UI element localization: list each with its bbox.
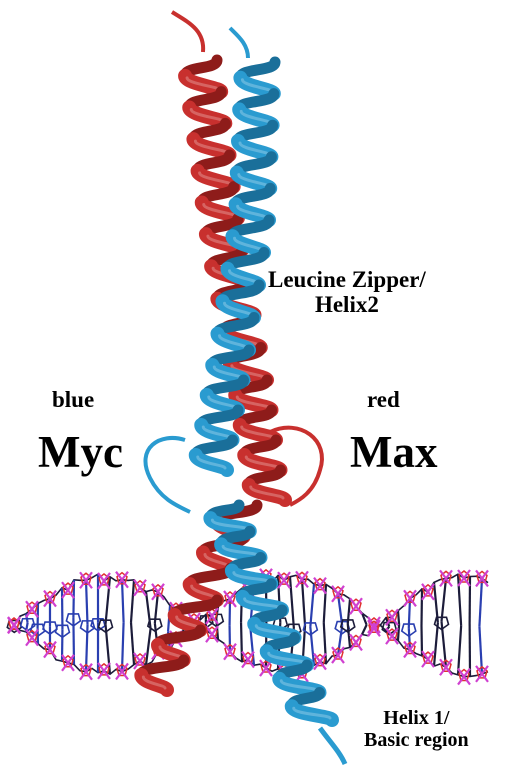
blue-color-label: blue (52, 388, 94, 413)
leucine-zipper-label-line2: Helix2 (268, 293, 426, 318)
dna-base-pair (458, 626, 461, 675)
dna-base-pair (73, 580, 74, 618)
leucine-zipper-label-line1: Leucine Zipper/ (268, 268, 426, 293)
dna-base-pair (131, 580, 134, 623)
dna-base-pair (86, 580, 88, 625)
helix1-label-line2: Basic region (364, 730, 469, 752)
dna-base-pair (302, 579, 305, 625)
dna-base-pair (398, 624, 399, 640)
max-label: Max (350, 428, 437, 477)
dna-base-pair (146, 628, 151, 665)
myc-n-terminal-loop (230, 28, 248, 58)
dna-base-pair (434, 623, 438, 666)
dna-base-pair (241, 622, 242, 662)
dna-base-pair (479, 578, 482, 626)
dna-base-pair (131, 622, 134, 664)
dna-base-pair (310, 584, 314, 627)
myc-label: Myc (38, 428, 123, 477)
red-color-label: red (367, 388, 400, 413)
dna-base-pair (362, 625, 367, 635)
max-red-helix (141, 12, 322, 690)
leucine-zipper-label: Leucine Zipper/ Helix2 (268, 268, 426, 318)
dna-base-pair (122, 580, 124, 622)
dna-base-pair (421, 589, 422, 626)
dna-base-pair (290, 577, 294, 628)
dna-base-pair (398, 611, 399, 625)
myc-loop (145, 438, 190, 512)
helix1-label-line1: Helix 1/ (364, 708, 469, 730)
helix1-basic-region-label: Helix 1/ Basic region (364, 708, 469, 751)
myc-c-terminal-tail (320, 728, 345, 764)
max-n-terminal-loop (172, 12, 203, 52)
